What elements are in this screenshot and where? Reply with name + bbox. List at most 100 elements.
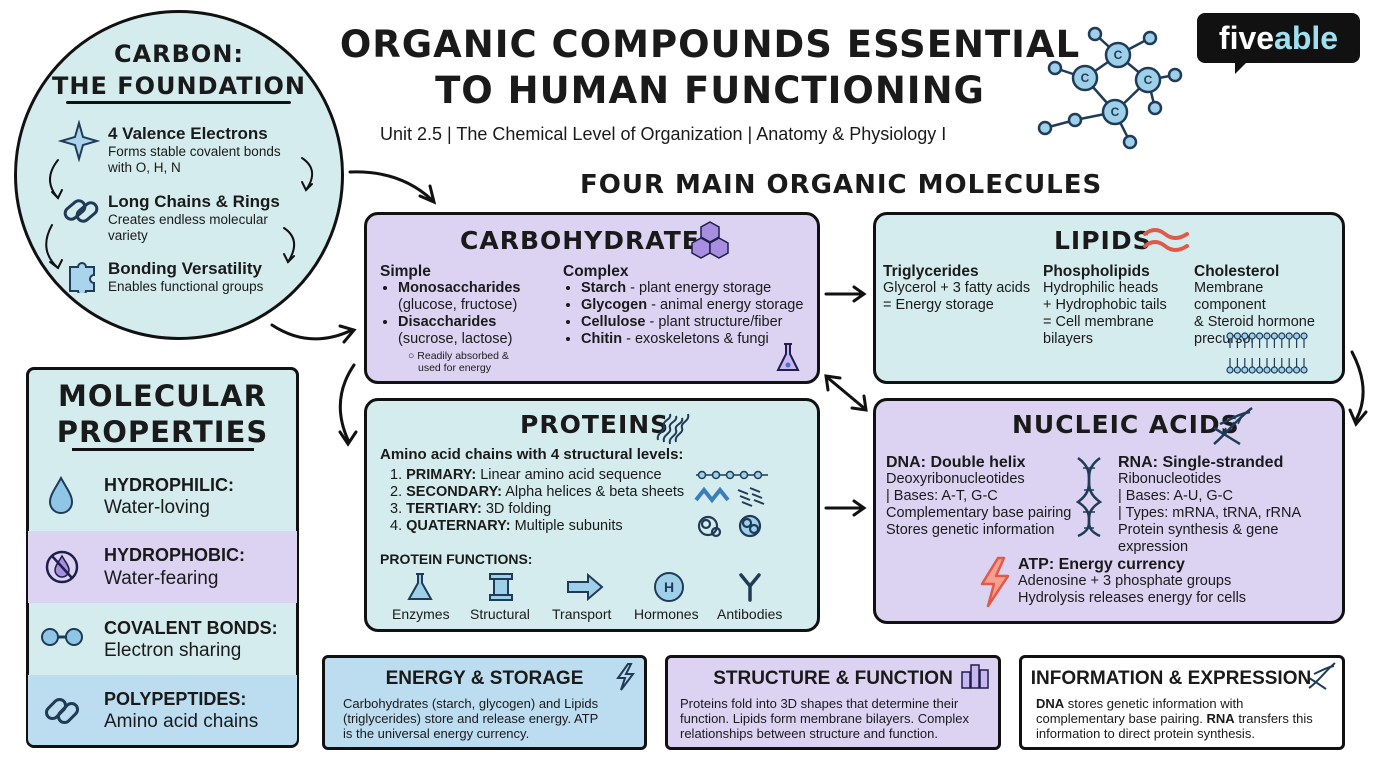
lipid-col-triglycerides: Triglycerides Glycerol + 3 fatty acids =…	[883, 263, 1043, 314]
property-polypeptides: POLYPEPTIDES: Amino acid chains	[28, 675, 297, 745]
carbon-title-underline	[66, 101, 291, 104]
level-num: 2.	[390, 484, 403, 500]
level-detail: Linear amino acid sequence	[476, 467, 662, 483]
list-item-detail: (sucrose, lactose)	[398, 331, 513, 347]
page-subtitle: Unit 2.5 | The Chemical Level of Organiz…	[380, 124, 947, 144]
protein-levels: 1. PRIMARY: Linear amino acid sequence 2…	[390, 467, 690, 535]
atp-block: ATP: Energy currency Adenosine + 3 phosp…	[1018, 556, 1318, 607]
carbohydrates-title: CARBOHYDRATES	[460, 226, 719, 255]
property-sub: Water-loving	[104, 497, 210, 518]
carbon-item-label: 4 Valence Electrons	[108, 124, 268, 143]
proteins-title: PROTEINS	[520, 410, 670, 439]
dna-icon	[1213, 406, 1253, 446]
protein-structure-icons	[694, 470, 768, 538]
atom-label: C	[1114, 48, 1123, 62]
level-name: QUATERNARY:	[406, 518, 511, 534]
lipid-line: Hydrophilic heads	[1043, 280, 1159, 296]
lipid-head	[1233, 366, 1241, 374]
lipid-head	[1292, 332, 1301, 340]
carbon-item-detail: Creates endless molecular	[108, 212, 268, 227]
lipid-head	[1226, 366, 1234, 374]
list-item: Cellulose - plant structure/fiber	[581, 314, 813, 331]
rna-title: RNA: Single-stranded	[1118, 454, 1284, 471]
level-name: SECONDARY:	[406, 484, 502, 500]
lipid-head	[1241, 366, 1249, 374]
structure-function-box: STRUCTURE & FUNCTION Proteins fold into …	[665, 655, 1001, 750]
energy-storage-box: ENERGY & STORAGE Carbohydrates (starch, …	[322, 655, 647, 750]
hexagon-cluster-icon	[691, 221, 729, 259]
summary-line: complementary base pairing.	[1036, 711, 1207, 726]
property-hydrophobic: HYDROPHOBIC: Water-fearing	[28, 531, 297, 603]
property-hydrophilic: HYDROPHILIC: Water-loving	[28, 461, 297, 531]
energy-bolt-icon	[616, 663, 635, 691]
dna-line: Complementary base pairing	[886, 505, 1072, 521]
carbs-simple-col: Simple Monosaccharides(glucose, fructose…	[380, 263, 550, 374]
list-item-detail: - plant energy storage	[626, 280, 772, 296]
property-label: POLYPEPTIDES:	[104, 689, 247, 709]
function-label: Transport	[552, 606, 612, 622]
rna-col: RNA: Single-stranded Ribonucleotides | B…	[1118, 454, 1340, 556]
list-item-detail: - animal energy storage	[647, 297, 804, 313]
title-line-2: TO HUMAN FUNCTIONING	[435, 69, 985, 112]
puzzle-piece-icon	[69, 262, 95, 293]
rna-line: | Bases: A-U, G-C	[1118, 488, 1233, 504]
carbs-complex-col: Complex Starch - plant energy storage Gl…	[563, 263, 813, 348]
summary-text: Proteins fold into 3D shapes that determ…	[668, 690, 998, 741]
lipid-head	[1248, 366, 1256, 374]
page-title: ORGANIC COMPOUNDS ESSENTIAL TO HUMAN FUN…	[330, 22, 1090, 114]
carbon-item-detail: Forms stable covalent bonds	[108, 144, 281, 159]
lipid-head	[1255, 366, 1264, 374]
lipid-head	[1248, 332, 1256, 340]
simple-label: Simple	[380, 263, 431, 280]
atp-line: Adenosine + 3 phosphate groups	[1018, 573, 1232, 589]
list-item: 4. QUATERNARY: Multiple subunits	[390, 518, 690, 535]
nucleic-acids-box	[873, 398, 1345, 624]
level-num: 1.	[390, 467, 403, 483]
simple-note: ○ Readily absorbed & used for energy	[380, 350, 550, 374]
small-dna-icon	[1308, 662, 1336, 690]
property-sub: Water-fearing	[104, 568, 219, 589]
lipid-col-name: Phospholipids	[1043, 263, 1150, 280]
level-detail: 3D folding	[481, 501, 552, 517]
level-num: 3.	[390, 501, 403, 517]
hormone-letter: H	[664, 579, 674, 595]
summary-line: transfers this	[1234, 711, 1313, 726]
summary-bold: DNA	[1036, 696, 1065, 711]
lipid-head	[1278, 366, 1286, 374]
nucleic-acids-title: NUCLEIC ACIDS	[1012, 410, 1240, 439]
property-label: HYDROPHOBIC:	[104, 545, 246, 565]
fiveable-logo[interactable]: fiveable	[1197, 13, 1360, 63]
rna-line: | Types: mRNA, tRNA, rRNA	[1118, 505, 1302, 521]
carbon-title: CARBON: THE FOUNDATION	[14, 38, 344, 102]
lipid-head	[1263, 366, 1271, 374]
dna-title: DNA: Double helix	[886, 454, 1026, 471]
summary-line: Proteins fold into 3D shapes that determ…	[680, 696, 959, 711]
property-sub: Electron sharing	[104, 640, 242, 661]
list-item-detail: - exoskeletons & fungi	[622, 331, 769, 347]
rna-line: Ribonucleotides	[1118, 471, 1222, 487]
list-item-detail: - plant structure/fiber	[645, 314, 783, 330]
atp-line: Hydrolysis releases energy for cells	[1018, 590, 1247, 606]
lipid-head	[1292, 366, 1301, 374]
transport-arrow-icon	[567, 572, 604, 602]
carbon-item-versatility: Bonding Versatility Enables functional g…	[108, 259, 263, 295]
bond-icon	[41, 628, 83, 646]
fatty-acid-wave-icon	[1143, 228, 1189, 252]
double-helix-icon	[1075, 456, 1103, 538]
lipid-col-name: Cholesterol	[1194, 263, 1280, 280]
lipid-line: + Hydrophobic tails	[1043, 297, 1167, 313]
properties-underline	[72, 448, 254, 451]
lipid-col-phospholipids: Phospholipids Hydrophilic heads + Hydrop…	[1043, 263, 1193, 348]
logo-part-1: five	[1218, 20, 1275, 56]
summary-bold: RNA	[1206, 711, 1235, 726]
chain-link-icon	[63, 199, 99, 223]
lipids-box	[873, 212, 1345, 384]
list-item: Disaccharides(sucrose, lactose)	[398, 314, 550, 348]
membrane-bilayer-icon	[1226, 332, 1308, 374]
atom-label: C	[1144, 73, 1153, 87]
level-name: TERTIARY:	[406, 501, 482, 517]
function-label: Hormones	[634, 606, 699, 622]
properties-title-line-1: MOLECULAR	[58, 379, 267, 413]
summary-line: function. Lipids form membrane bilayers.…	[680, 711, 970, 726]
logo-part-2: able	[1274, 20, 1339, 56]
